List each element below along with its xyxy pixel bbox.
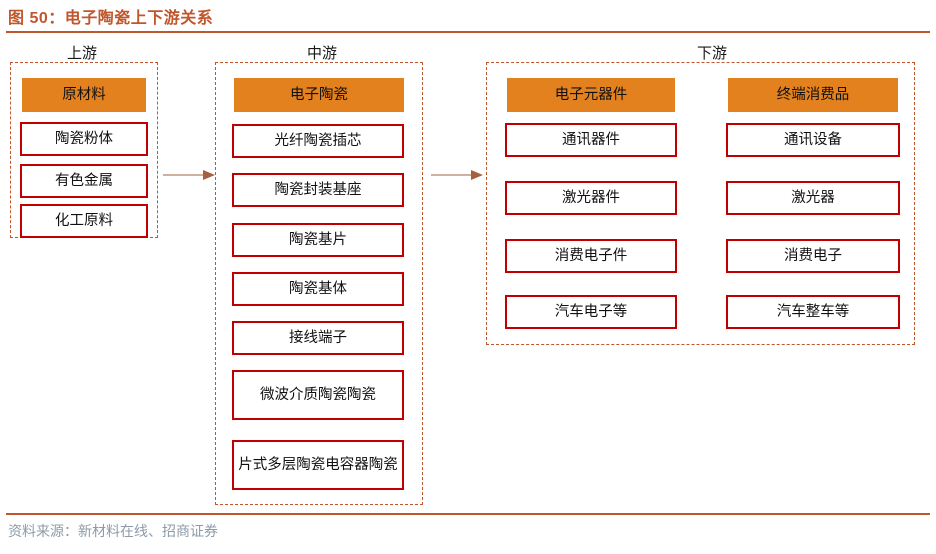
midstream-item-box[interactable]: 陶瓷基体 bbox=[232, 272, 404, 306]
downstream-item-box[interactable]: 激光器 bbox=[726, 181, 900, 215]
downstream-item-box[interactable]: 通讯器件 bbox=[505, 123, 677, 157]
downstream-item-box[interactable]: 汽车整车等 bbox=[726, 295, 900, 329]
upstream-header-box: 原材料 bbox=[22, 78, 146, 112]
upstream-item-box[interactable]: 化工原料 bbox=[20, 204, 148, 238]
midstream-zone bbox=[215, 62, 423, 505]
downstream-item-box[interactable]: 汽车电子等 bbox=[505, 295, 677, 329]
downstream-item-box[interactable]: 消费电子 bbox=[726, 239, 900, 273]
midstream-item-box[interactable]: 微波介质陶瓷陶瓷 bbox=[232, 370, 404, 420]
page-title: 图 50：电子陶瓷上下游关系 bbox=[8, 10, 214, 27]
midstream-header-box: 电子陶瓷 bbox=[234, 78, 404, 112]
arrow-upstream-to-midstream bbox=[163, 168, 215, 182]
stage-label-midstream: 中游 bbox=[306, 46, 337, 62]
stage-label-downstream: 下游 bbox=[696, 46, 727, 62]
midstream-item-box[interactable]: 陶瓷基片 bbox=[232, 223, 404, 257]
downstream-zone bbox=[486, 62, 915, 345]
source-note: 资料来源：新材料在线、招商证券 bbox=[8, 525, 218, 540]
downstream-item-box[interactable]: 消费电子件 bbox=[505, 239, 677, 273]
midstream-item-box[interactable]: 接线端子 bbox=[232, 321, 404, 355]
midstream-item-box[interactable]: 光纤陶瓷插芯 bbox=[232, 124, 404, 158]
midstream-item-box[interactable]: 陶瓷封装基座 bbox=[232, 173, 404, 207]
downstream-header-box: 电子元器件 bbox=[507, 78, 675, 112]
title-divider bbox=[6, 31, 930, 33]
downstream-item-box[interactable]: 激光器件 bbox=[505, 181, 677, 215]
stage-label-upstream: 上游 bbox=[66, 46, 97, 62]
footer-divider bbox=[6, 513, 930, 515]
upstream-item-box[interactable]: 陶瓷粉体 bbox=[20, 122, 148, 156]
midstream-item-box[interactable]: 片式多层陶瓷电容器陶瓷 bbox=[232, 440, 404, 490]
downstream-header-box: 终端消费品 bbox=[728, 78, 898, 112]
downstream-item-box[interactable]: 通讯设备 bbox=[726, 123, 900, 157]
upstream-item-box[interactable]: 有色金属 bbox=[20, 164, 148, 198]
arrow-midstream-to-downstream bbox=[431, 168, 483, 182]
